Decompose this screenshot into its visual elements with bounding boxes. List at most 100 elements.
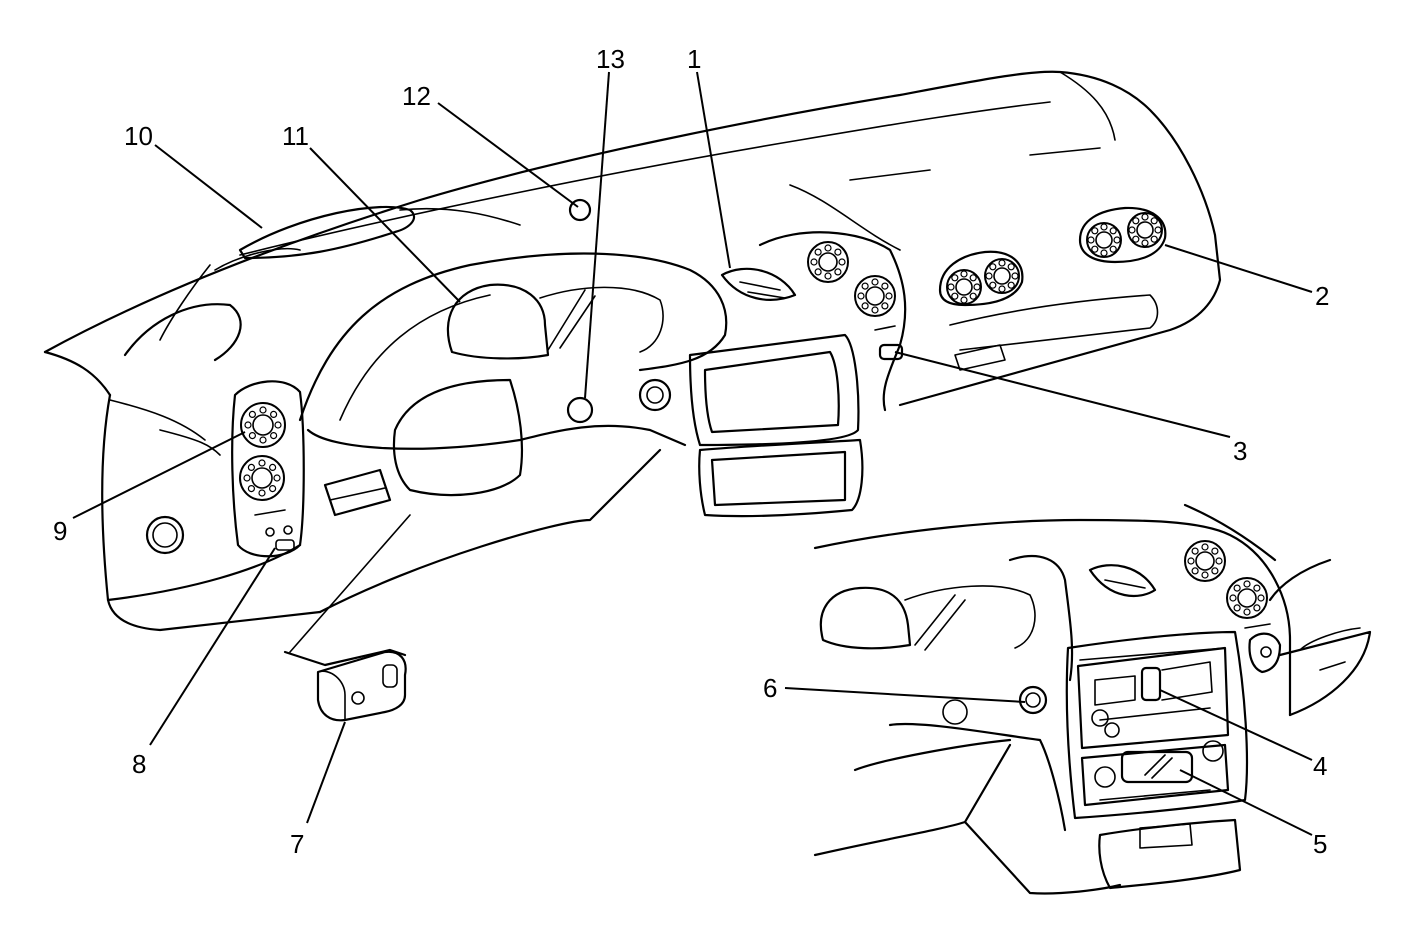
vent-louver [269, 485, 277, 493]
vent-louver [1201, 543, 1209, 551]
vent-louver [1007, 263, 1015, 271]
vent-right-b [1086, 212, 1163, 258]
vent-louver [814, 268, 822, 276]
inset-vent-lower [1226, 577, 1268, 619]
vent-louver [258, 459, 266, 467]
callout-3: 3 [1233, 436, 1247, 466]
vent-louver [1011, 272, 1019, 280]
vent-louver [1150, 235, 1158, 243]
vent-left-upper [240, 402, 286, 448]
vent-louver [273, 474, 281, 482]
vent-louver [1211, 547, 1219, 555]
vent-louver [989, 281, 997, 289]
callout-6: 6 [763, 673, 777, 703]
vent-louver [824, 272, 832, 280]
callout-8: 8 [132, 749, 146, 779]
vent-louver [1211, 567, 1219, 575]
vent-louver [270, 432, 278, 440]
vent-louver [1109, 227, 1117, 235]
vent-louver [1100, 223, 1108, 231]
vent-louver [1150, 217, 1158, 225]
vent-louver [1253, 604, 1261, 612]
vent-louver [243, 474, 251, 482]
callout-11: 11 [282, 121, 309, 151]
vent-louver [1201, 571, 1209, 579]
vent-louver [985, 272, 993, 280]
inset-vent-upper [1184, 540, 1226, 582]
vent-louver [247, 485, 255, 493]
vent-louver [1091, 245, 1099, 253]
vent-louver [834, 268, 842, 276]
vent-louver [1229, 594, 1237, 602]
leader-lines [72, 71, 1313, 836]
vent-louver [1187, 557, 1195, 565]
vent-louver [259, 406, 267, 414]
vent-center-upper [807, 241, 849, 283]
vent-louver [998, 259, 1006, 267]
fog-lamp-switch [283, 514, 411, 722]
vent-louver [814, 248, 822, 256]
inset-instrument-panel [813, 503, 1372, 895]
callout-9: 9 [53, 516, 67, 546]
vent-louver [857, 292, 865, 300]
vent-left-lower [239, 455, 285, 501]
vent-louver [1132, 217, 1140, 225]
vent-louver [973, 283, 981, 291]
vent-louver [269, 463, 277, 471]
vent-louver [1243, 580, 1251, 588]
main-instrument-panel [43, 70, 1222, 632]
vent-louver [951, 274, 959, 282]
vent-louver [871, 278, 879, 286]
vent-louver [969, 292, 977, 300]
vent-louver [838, 258, 846, 266]
vent-louver [1141, 239, 1149, 247]
vent-louver [834, 248, 842, 256]
vent-louver [998, 285, 1006, 293]
callout-labels: 1 2 3 4 5 6 7 8 9 10 11 12 13 [53, 44, 1329, 859]
vent-louver [259, 436, 267, 444]
vent-louver [947, 283, 955, 291]
vent-louver [1191, 547, 1199, 555]
vent-louver [881, 282, 889, 290]
vent-louver [248, 432, 256, 440]
vent-louver [1257, 594, 1265, 602]
callout-12: 12 [402, 81, 431, 111]
vent-louver [969, 274, 977, 282]
vent-louver [1113, 236, 1121, 244]
vent-louver [244, 421, 252, 429]
vent-louver [1128, 226, 1136, 234]
vent-louver [1100, 249, 1108, 257]
vent-louver [270, 410, 278, 418]
vent-louver [1109, 245, 1117, 253]
vent-louver [1215, 557, 1223, 565]
vent-center-lower [854, 275, 896, 317]
vent-louver [960, 296, 968, 304]
vent-louver [1253, 584, 1261, 592]
vent-louver [1007, 281, 1015, 289]
vent-louver [1154, 226, 1162, 234]
vent-louver [1233, 584, 1241, 592]
vent-louver [248, 410, 256, 418]
callout-13: 13 [596, 44, 625, 74]
vent-right-a [946, 258, 1020, 305]
vent-louver [1087, 236, 1095, 244]
vent-louver [274, 421, 282, 429]
vent-louver [1233, 604, 1241, 612]
vent-louver [247, 463, 255, 471]
callout-2: 2 [1315, 281, 1329, 311]
callout-4: 4 [1313, 751, 1327, 781]
vent-louver [861, 302, 869, 310]
callout-5: 5 [1313, 829, 1327, 859]
vent-louver [861, 282, 869, 290]
callout-10: 10 [124, 121, 153, 151]
callout-7: 7 [290, 829, 304, 859]
vent-louver [989, 263, 997, 271]
vent-louver [1141, 213, 1149, 221]
vent-louver [258, 489, 266, 497]
vent-louver [1091, 227, 1099, 235]
vent-louver [885, 292, 893, 300]
vent-louver [1243, 608, 1251, 616]
vent-louver [951, 292, 959, 300]
vent-louver [871, 306, 879, 314]
